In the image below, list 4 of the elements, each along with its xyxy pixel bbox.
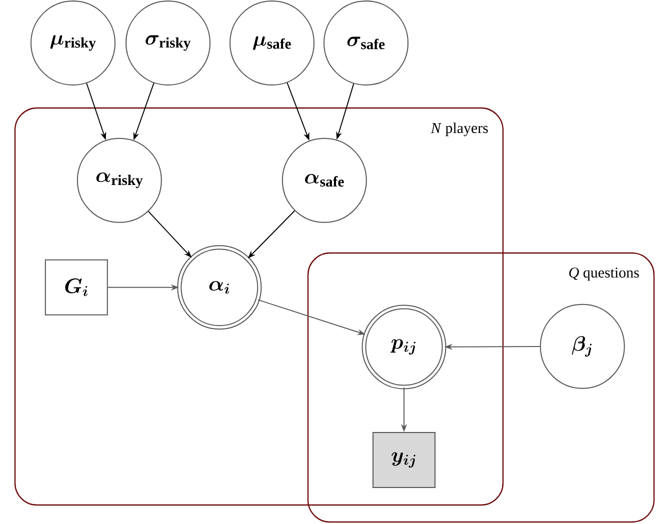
- deterministic-node: $p_{ij}$: [362, 304, 446, 390]
- observed-box: $G_{i}$: [44, 259, 108, 316]
- deterministic-node: $\alpha_{i}$: [177, 245, 262, 330]
- observed-box: $y_{ij}$: [372, 432, 436, 488]
